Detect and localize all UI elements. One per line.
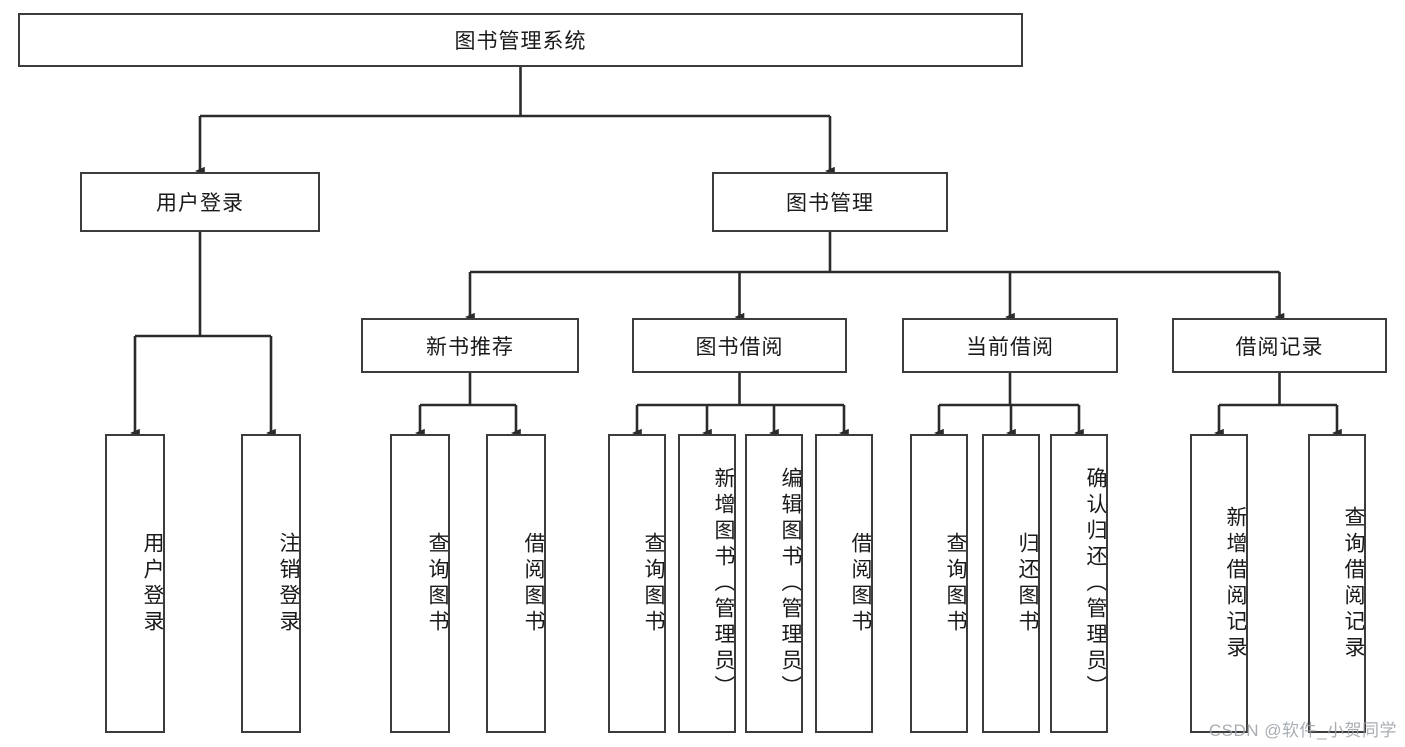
node-label: 用户登录 [141, 531, 164, 636]
node-label: 归还图书 [1016, 531, 1039, 636]
node-label: 确认归还（管理员） [1084, 466, 1107, 701]
node-label: 借阅图书 [849, 531, 872, 636]
node-current-borrow[interactable]: 当前借阅 [902, 318, 1118, 373]
node-leaf-confirm-return[interactable]: 确认归还（管理员） [1050, 434, 1108, 733]
node-label: 新书推荐 [426, 335, 514, 359]
node-leaf-borrow-book-2[interactable]: 借阅图书 [815, 434, 873, 733]
node-leaf-edit-book[interactable]: 编辑图书（管理员） [745, 434, 803, 733]
node-leaf-query-book-3[interactable]: 查询图书 [910, 434, 968, 733]
node-book-manage[interactable]: 图书管理 [712, 172, 948, 232]
node-leaf-logout[interactable]: 注销登录 [241, 434, 301, 733]
node-label: 新增图书（管理员） [712, 466, 735, 701]
node-new-book-recommend[interactable]: 新书推荐 [361, 318, 579, 373]
node-label: 当前借阅 [966, 335, 1054, 359]
watermark-credit: CSDN @软件_小贺同学 [1208, 721, 1397, 740]
node-leaf-add-book[interactable]: 新增图书（管理员） [678, 434, 736, 733]
node-label: 图书借阅 [695, 335, 784, 359]
node-leaf-add-record[interactable]: 新增借阅记录 [1190, 434, 1248, 733]
node-label: 查询图书 [642, 531, 665, 636]
node-label: 借阅记录 [1235, 335, 1324, 359]
node-user-login[interactable]: 用户登录 [80, 172, 320, 232]
node-leaf-query-record[interactable]: 查询借阅记录 [1308, 434, 1366, 733]
node-label: 用户登录 [156, 192, 244, 215]
node-borrow-record[interactable]: 借阅记录 [1172, 318, 1387, 373]
node-label: 查询借阅记录 [1342, 505, 1365, 662]
node-leaf-query-book-2[interactable]: 查询图书 [608, 434, 666, 733]
node-leaf-user-login[interactable]: 用户登录 [105, 434, 165, 733]
node-label: 借阅图书 [522, 531, 545, 636]
node-book-borrow[interactable]: 图书借阅 [632, 318, 847, 373]
node-label: 编辑图书（管理员） [779, 466, 802, 701]
node-label: 注销登录 [277, 531, 300, 636]
node-label: 查询图书 [426, 531, 449, 636]
node-leaf-return-book[interactable]: 归还图书 [982, 434, 1040, 733]
node-label: 图书管理 [786, 192, 874, 215]
node-leaf-borrow-book-1[interactable]: 借阅图书 [486, 434, 546, 733]
node-label: 新增借阅记录 [1224, 505, 1247, 662]
node-leaf-query-book-1[interactable]: 查询图书 [390, 434, 450, 733]
node-label: 查询图书 [944, 531, 967, 636]
node-root[interactable]: 图书管理系统 [18, 13, 1023, 67]
node-label: 图书管理系统 [454, 30, 587, 53]
